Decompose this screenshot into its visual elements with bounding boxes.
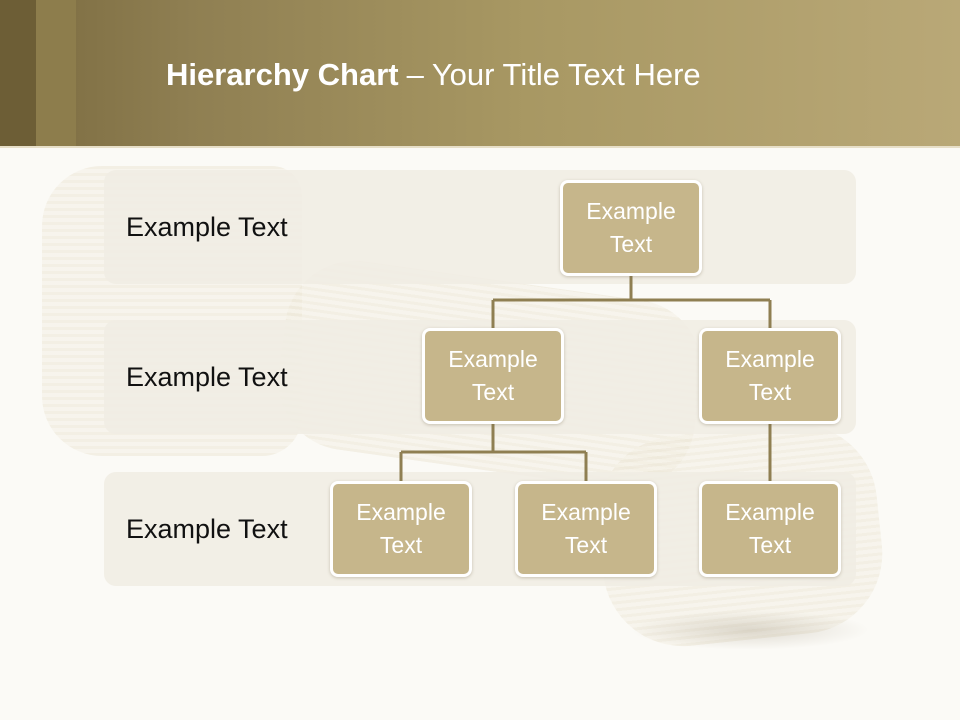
node-label: Example Text [725, 346, 815, 405]
node-root: Example Text [560, 180, 702, 276]
level-row-1: Example Text [104, 170, 856, 284]
title-rest: Your Title Text Here [431, 57, 701, 92]
node-label: Example Text [541, 499, 631, 558]
title-dash: – [406, 57, 424, 92]
node-level3-b: Example Text [515, 481, 657, 577]
title-bar: Hierarchy Chart–Your Title Text Here [0, 0, 960, 146]
node-label: Example Text [586, 198, 676, 257]
node-level3-a: Example Text [330, 481, 472, 577]
node-level2-right: Example Text [699, 328, 841, 424]
node-label: Example Text [725, 499, 815, 558]
node-level3-c: Example Text [699, 481, 841, 577]
header-accent-band [0, 0, 36, 146]
background-shadow [630, 610, 870, 650]
title-bold: Hierarchy Chart [166, 57, 399, 92]
node-level2-left: Example Text [422, 328, 564, 424]
header-divider [0, 146, 960, 148]
level-label: Example Text [126, 514, 288, 544]
slide-title: Hierarchy Chart–Your Title Text Here [166, 52, 701, 98]
level-label: Example Text [126, 362, 288, 392]
level-label: Example Text [126, 212, 288, 242]
node-label: Example Text [448, 346, 538, 405]
node-label: Example Text [356, 499, 446, 558]
header-accent-band [36, 0, 76, 146]
